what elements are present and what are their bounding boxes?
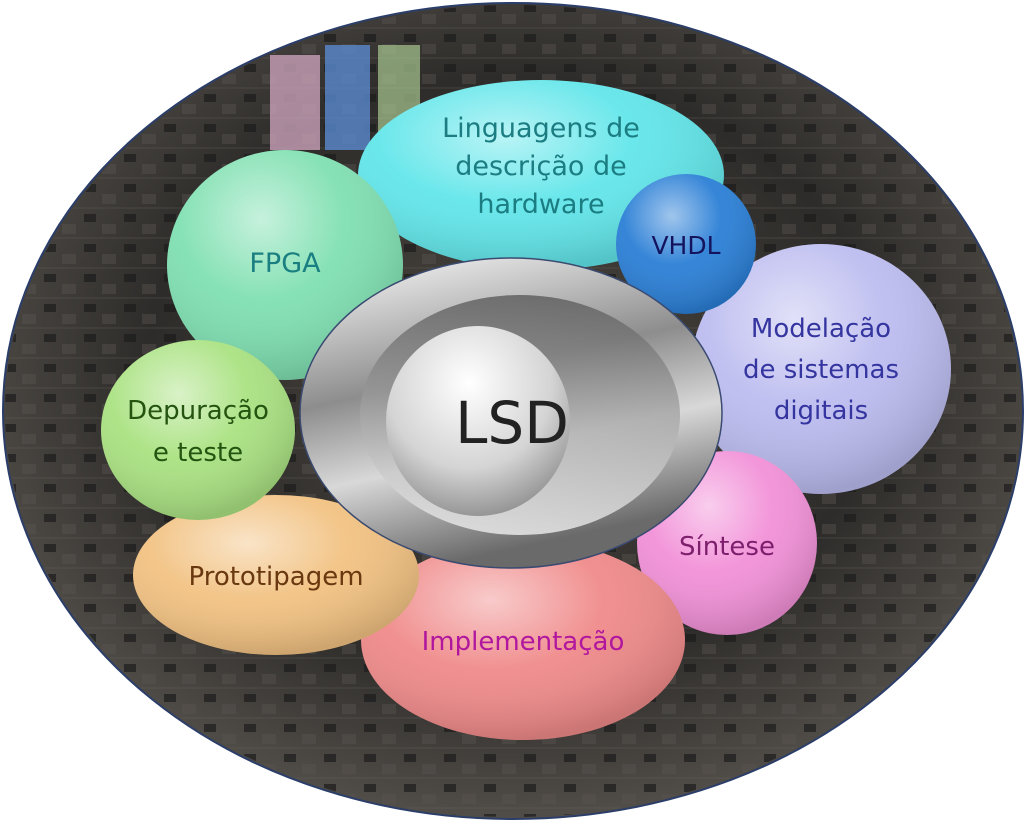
bubble-modelacao[interactable]: Modelação de sistemas digitais	[691, 244, 951, 494]
bubble-label: FPGA	[249, 248, 321, 279]
bubble-label: e teste	[153, 438, 243, 468]
bubble-label: descrição de	[455, 151, 627, 182]
bubble-implementacao[interactable]: Implementação	[361, 540, 685, 740]
bubble-shine	[361, 540, 685, 740]
bubble-label: hardware	[477, 189, 604, 220]
center-label: LSD	[455, 389, 569, 457]
bubble-shine	[691, 244, 951, 494]
bubble-depuracao[interactable]: Depuração e teste	[101, 340, 295, 520]
bubble-label: de sistemas	[743, 355, 899, 385]
bubble-label: Síntese	[679, 532, 775, 562]
bubble-label: Depuração	[127, 396, 269, 426]
bubble-label: Prototipagem	[188, 562, 363, 592]
bubble-prototipagem[interactable]: Prototipagem	[133, 495, 419, 655]
bubble-label: digitais	[774, 396, 868, 426]
bubble-label: VHDL	[651, 231, 720, 260]
bubble-label: Modelação	[751, 314, 891, 344]
bubble-label: Implementação	[422, 627, 625, 657]
bubble-shine	[616, 174, 756, 314]
bubble-vhdl[interactable]: VHDL	[616, 174, 756, 314]
bubble-shine	[101, 340, 295, 520]
bubble-shine	[133, 495, 419, 655]
center-lsd[interactable]: LSD	[299, 257, 723, 569]
bubble-label: Linguagens de	[442, 113, 640, 144]
